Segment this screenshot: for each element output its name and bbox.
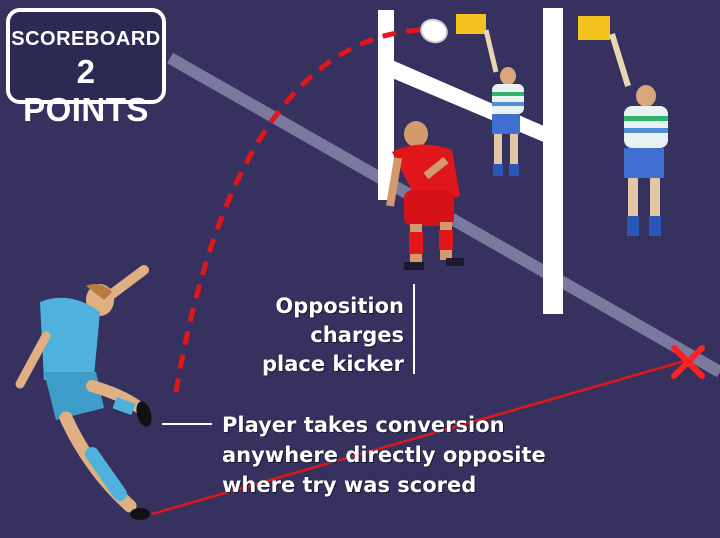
- opposition-caption: Opposition charges place kicker: [222, 292, 404, 379]
- kicker-caption-line: where try was scored: [222, 473, 477, 497]
- opposition-caption-line: place kicker: [261, 352, 404, 376]
- scoreboard-box: SCOREBOARD 2 POINTS: [6, 8, 166, 128]
- try-line-path: [151, 358, 689, 516]
- opposition-caption-line: charges: [310, 323, 404, 347]
- touch-judge-flag: [578, 16, 610, 40]
- kicker-caption-line: anywhere directly opposite: [222, 443, 546, 467]
- kicker-caption: Player takes conversion anywhere directl…: [222, 410, 642, 500]
- kicker-caption-line: Player takes conversion: [222, 413, 505, 437]
- touch-judge-flag: [456, 14, 486, 34]
- scoreboard-points: 2 POINTS: [23, 53, 149, 128]
- opposition-caption-line: Opposition: [275, 294, 404, 318]
- touch-judge-left: [456, 14, 524, 176]
- try-spot-cross-icon: [671, 345, 705, 379]
- kick-trajectory: [173, 27, 421, 393]
- opposition-player: [386, 121, 464, 270]
- place-kicker: [15, 265, 152, 520]
- scoreboard-title: SCOREBOARD: [11, 28, 161, 50]
- touch-judge-right: [578, 16, 668, 236]
- rugby-ball: [420, 18, 448, 44]
